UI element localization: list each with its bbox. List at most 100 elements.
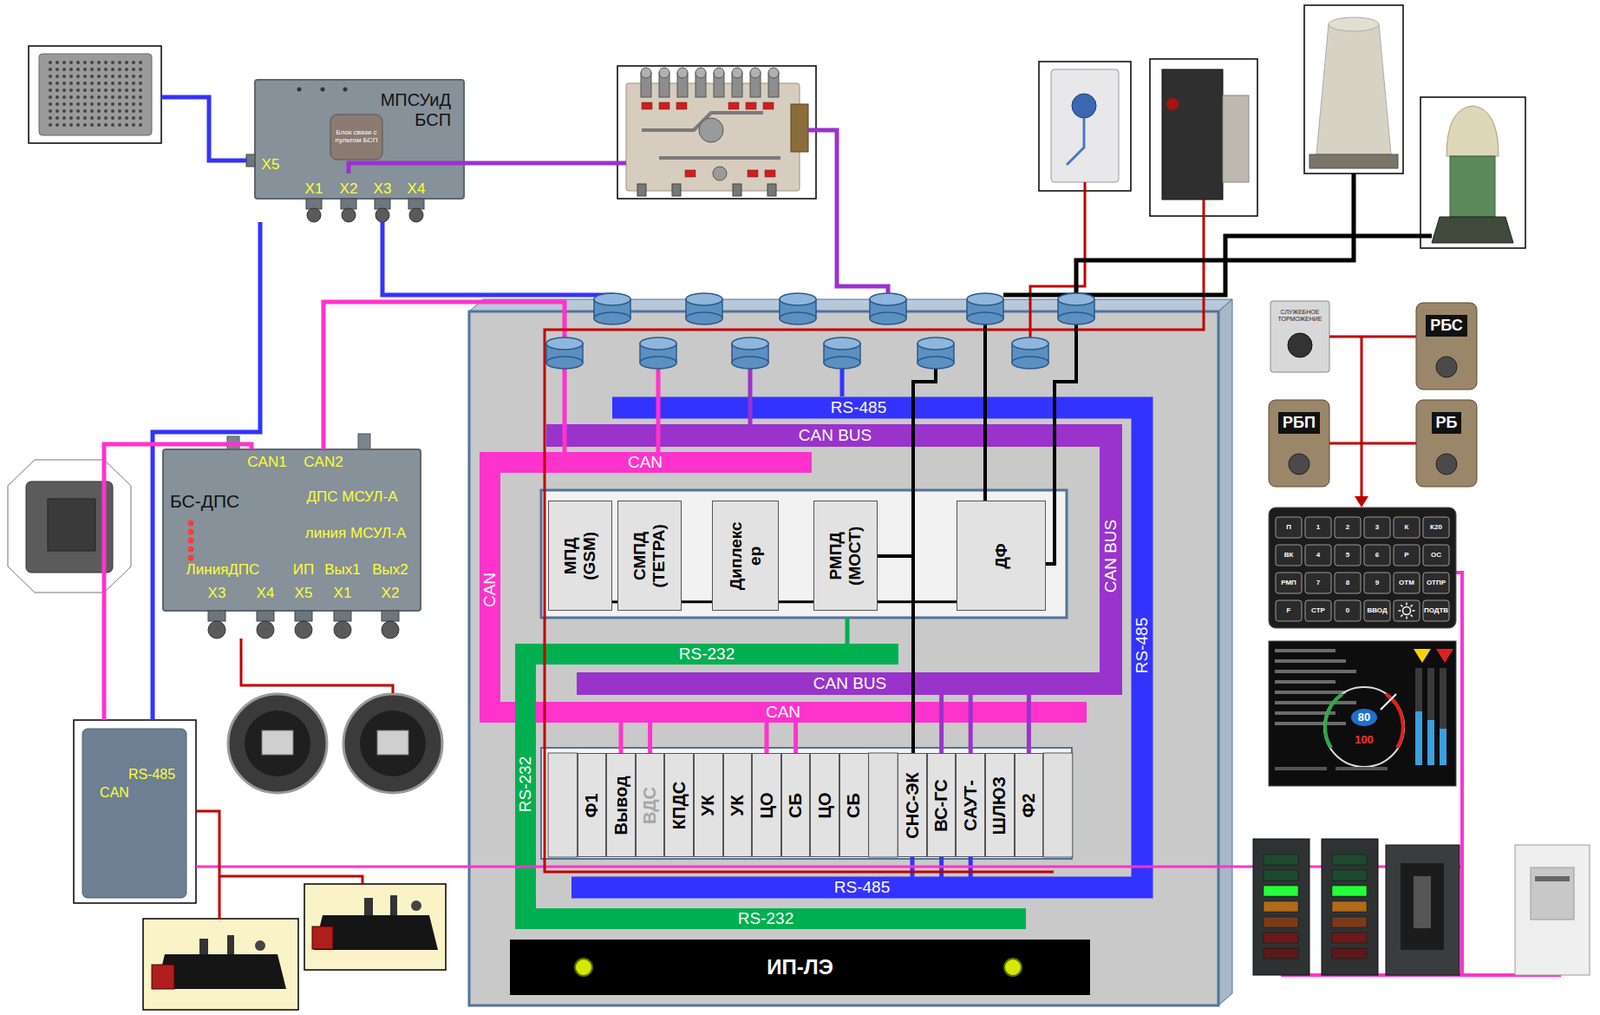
display-text-line — [1274, 669, 1357, 673]
speaker-hole — [90, 74, 94, 79]
antenna-body — [1449, 156, 1496, 217]
speaker-hole — [76, 109, 80, 113]
key-label: К20 — [1430, 522, 1443, 531]
display-unit — [82, 728, 187, 898]
keypad-key — [1364, 516, 1391, 538]
node-text: МПД (GSM) — [561, 517, 600, 595]
node-text: УК — [727, 794, 748, 817]
key-label: 2 — [1345, 522, 1350, 531]
rack-module: САУТ- — [955, 752, 986, 857]
wire — [241, 638, 393, 693]
speaker-hole — [69, 81, 73, 85]
rf-cable — [1076, 173, 1354, 300]
radio-module-frame — [541, 489, 1067, 618]
switch-body — [1416, 399, 1477, 487]
keypad-key — [1275, 572, 1302, 594]
speaker-hole — [76, 67, 80, 72]
speaker-hole — [131, 81, 136, 85]
keypad-key — [1305, 572, 1332, 594]
speaker-hole — [131, 88, 136, 92]
speaker-hole — [124, 67, 129, 72]
printer-face — [1530, 867, 1574, 920]
valve-tag — [685, 169, 696, 177]
bus-stub — [647, 722, 653, 753]
antenna-top — [1328, 17, 1379, 32]
switch-knob — [1436, 356, 1457, 378]
speaker-hole — [55, 116, 59, 120]
antenna-base — [1431, 216, 1514, 243]
rf-cable — [877, 554, 914, 558]
speaker-hole — [69, 109, 73, 113]
sensor-face — [47, 498, 96, 551]
pin-label: линия МСУЛ-А — [305, 524, 407, 543]
pipe — [659, 156, 781, 160]
node-text: РБ — [1431, 411, 1463, 434]
display-text-line — [1274, 721, 1346, 725]
speaker-hole — [76, 81, 80, 85]
connector-wire — [778, 600, 814, 603]
display-text-line — [1274, 700, 1357, 705]
speaker-hole — [48, 74, 53, 79]
indicator-led — [343, 87, 348, 92]
switch-body — [1268, 399, 1330, 487]
brightness-ray — [1410, 614, 1413, 617]
speaker-hole — [97, 60, 101, 65]
side-connector — [246, 154, 255, 167]
indicator-led — [320, 87, 326, 92]
device-label: 100 — [1354, 733, 1374, 747]
speed-sensor-face — [359, 710, 426, 777]
speaker-hole — [90, 116, 94, 120]
signal-lamp — [1263, 916, 1299, 928]
signal-lamp — [1263, 885, 1299, 896]
pressure-bar — [1415, 667, 1423, 765]
speaker-hole — [76, 74, 80, 79]
speaker-hole — [124, 88, 129, 92]
speaker-hole — [104, 74, 108, 79]
speaker-hole — [83, 95, 87, 99]
speaker-hole — [83, 109, 87, 113]
indicator-led — [188, 555, 195, 562]
speaker-hole — [97, 67, 101, 72]
speaker-hole — [104, 102, 108, 106]
signal-lamp — [1332, 885, 1367, 896]
switch-knob — [1436, 453, 1457, 475]
speaker-hole — [138, 109, 143, 113]
rs232-bus — [525, 653, 1026, 919]
power-supply-label: ИП-ЛЭ — [509, 939, 1091, 995]
indicator-led — [188, 537, 195, 544]
keypad-key — [1364, 572, 1391, 594]
valve-cap — [640, 67, 652, 79]
cabinet-connector-rim — [731, 356, 769, 369]
key-label: 9 — [1375, 578, 1379, 587]
speaker-hole — [111, 88, 115, 92]
photo-frame — [1420, 97, 1526, 249]
rack-module: СНС-ЭК — [897, 752, 928, 857]
keypad-key — [1364, 600, 1391, 621]
valve-terminal — [390, 894, 398, 915]
keypad-key — [1334, 600, 1361, 621]
switch-knob — [1288, 453, 1310, 475]
key-label: К — [1404, 522, 1410, 531]
speaker-hole — [90, 102, 94, 106]
label-plate — [330, 114, 383, 160]
rf-cable — [983, 318, 987, 501]
bus-label: RS-485 — [827, 398, 890, 418]
key-label: ВВОД — [1366, 606, 1387, 614]
speaker-hole — [69, 116, 73, 120]
valve-terminal — [227, 934, 235, 954]
speaker-hole — [124, 95, 129, 99]
connector-plug — [256, 620, 275, 639]
device-label: 80 — [1358, 711, 1371, 725]
keypad-key — [1275, 544, 1302, 566]
empty-slot — [548, 752, 578, 857]
rf-cap — [1166, 97, 1179, 111]
key-label: 7 — [1316, 578, 1320, 587]
speaker-hole — [111, 60, 115, 65]
speaker-hole — [62, 123, 66, 127]
speaker-hole — [76, 95, 80, 99]
cabinet-connector-top — [966, 293, 1004, 306]
photo-frame — [73, 719, 196, 903]
valve-tag — [747, 169, 758, 177]
speaker-hole — [138, 67, 143, 72]
speaker-hole — [124, 60, 129, 65]
